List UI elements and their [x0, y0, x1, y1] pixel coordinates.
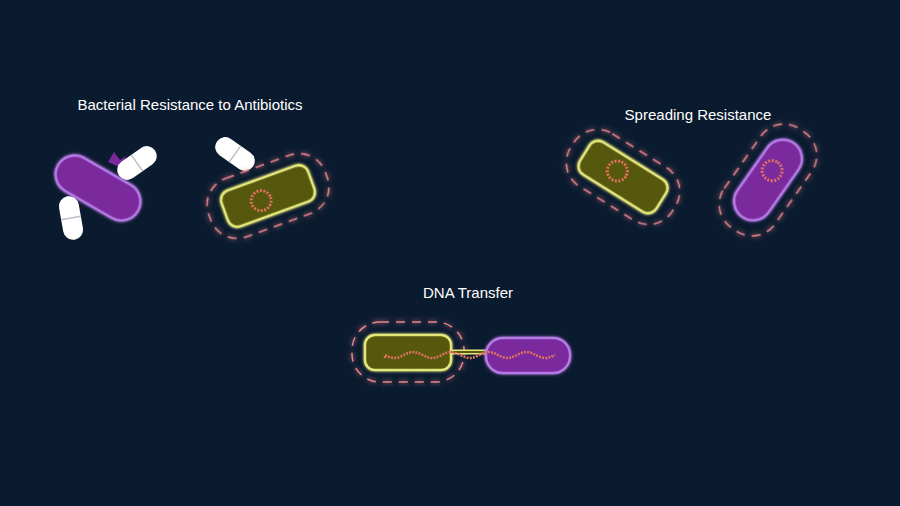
- resistant-bacterium: [199, 146, 337, 247]
- section-heading: Bacterial Resistance to Antibiotics: [77, 96, 302, 114]
- section-heading: DNA Transfer: [423, 284, 513, 302]
- section-heading: Spreading Resistance: [625, 106, 772, 124]
- recipient-bacterium: [708, 113, 828, 247]
- pill: [57, 195, 84, 242]
- resistant-bacterium: [556, 119, 691, 235]
- dna-strand: [385, 352, 555, 358]
- pill: [211, 133, 259, 175]
- pill: [113, 142, 161, 184]
